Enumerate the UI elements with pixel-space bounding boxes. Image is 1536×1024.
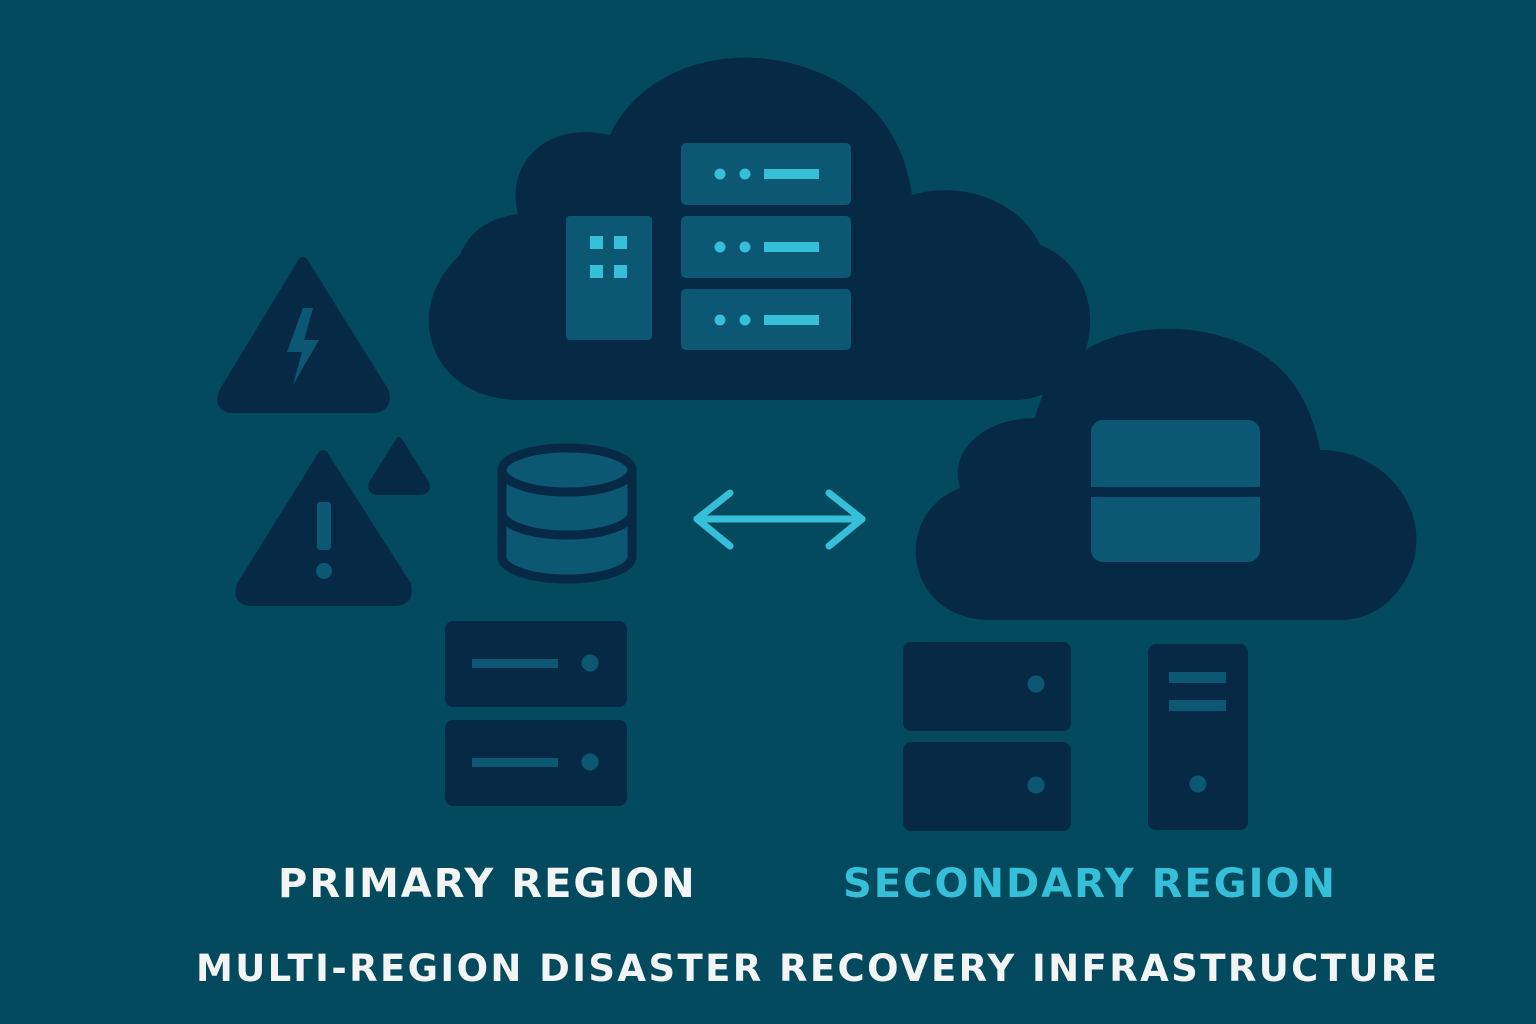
- primary-cloud: [428, 57, 1091, 401]
- server-rack-icon: [681, 143, 851, 350]
- server-icon: [903, 642, 1071, 731]
- warning-exclamation-icon: [235, 450, 412, 606]
- secondary-server-stack: [903, 642, 1071, 831]
- secondary-cloud: [915, 328, 1417, 620]
- building-icon: [566, 216, 652, 340]
- warning-small-icon: [368, 437, 430, 495]
- secondary-region-label: SECONDARY REGION: [843, 861, 1337, 907]
- server-icon: [903, 742, 1071, 831]
- database-icon: [497, 443, 637, 584]
- primary-region-label: PRIMARY REGION: [278, 861, 697, 907]
- warning-lightning-icon: [217, 257, 390, 413]
- primary-server-stack: [445, 621, 627, 806]
- bidirectional-arrow-icon: [693, 489, 866, 550]
- diagram-title: MULTI-REGION DISASTER RECOVERY INFRASTRU…: [196, 947, 1440, 990]
- tower-server-icon: [1148, 644, 1248, 830]
- storage-panel-icon: [1091, 420, 1260, 562]
